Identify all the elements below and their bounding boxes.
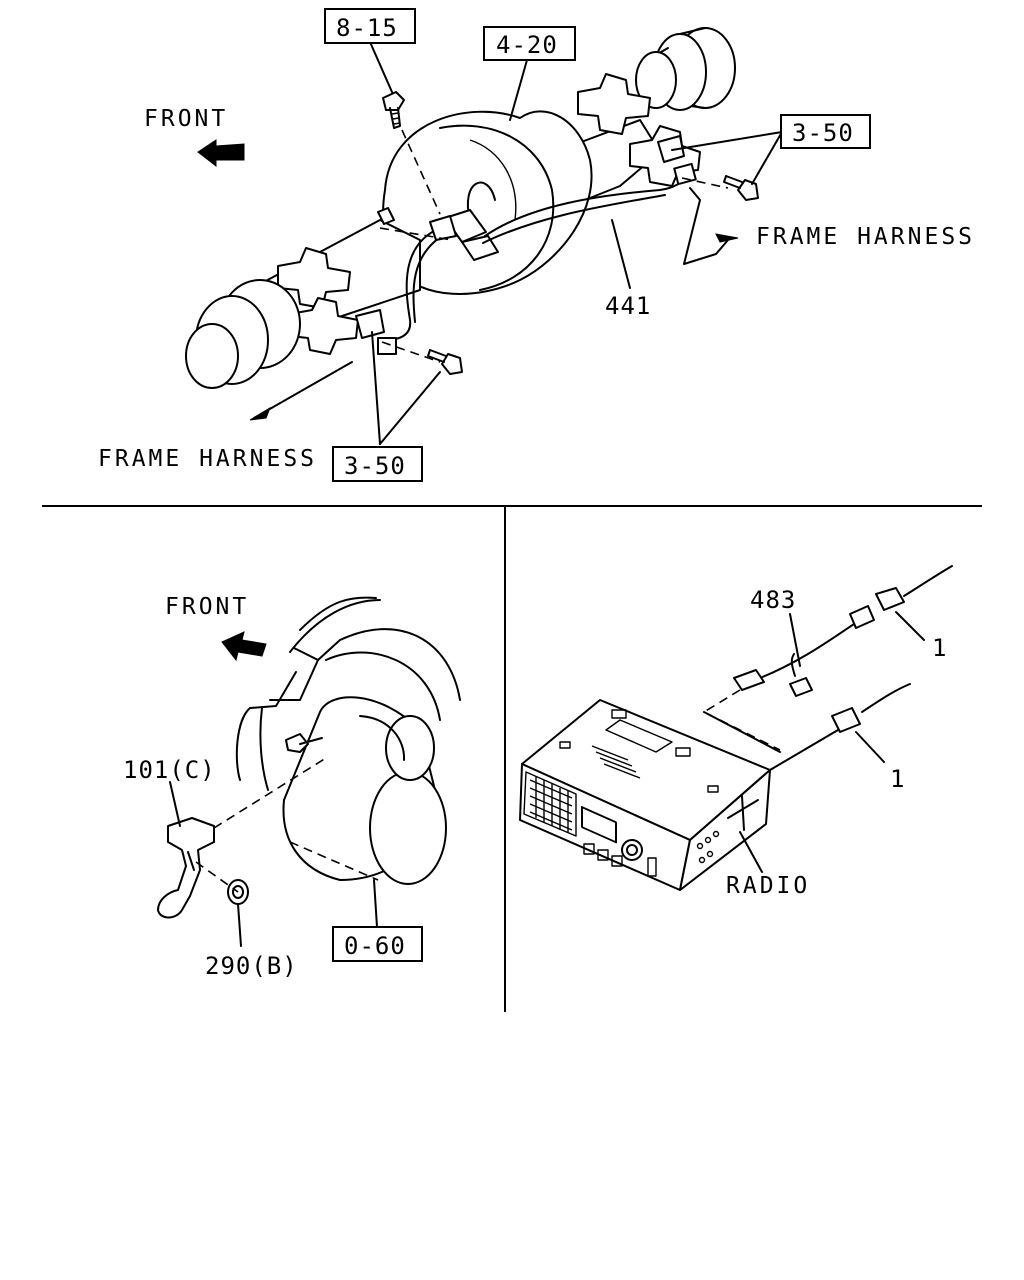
part-290b-label[interactable]: 290(B) bbox=[205, 952, 298, 980]
bolt-8-15 bbox=[382, 91, 405, 129]
radio-illustration bbox=[519, 565, 953, 891]
callout-3-50-upper-text: 3-50 bbox=[792, 119, 854, 147]
bolt-3-50-upper bbox=[723, 175, 759, 201]
callout-3-50-lower[interactable]: 3-50 bbox=[332, 446, 423, 482]
starter-illustration bbox=[157, 596, 461, 947]
radio-label[interactable]: RADIO bbox=[726, 873, 810, 899]
frame-harness-arrow-right bbox=[715, 233, 739, 255]
callout-3-50-upper[interactable]: 3-50 bbox=[780, 114, 871, 149]
front-label-bottom: FRONT bbox=[165, 594, 249, 620]
callout-4-20-text: 4-20 bbox=[496, 31, 558, 59]
callout-4-20[interactable]: 4-20 bbox=[483, 26, 576, 61]
front-arrow-top bbox=[197, 139, 245, 168]
callout-0-60-text: 0-60 bbox=[344, 932, 406, 960]
speaker-grille bbox=[523, 771, 577, 837]
frame-harness-label-right: FRAME HARNESS bbox=[756, 224, 975, 250]
callout-8-15-text: 8-15 bbox=[336, 14, 398, 42]
part-441-label[interactable]: 441 bbox=[605, 292, 651, 320]
part-483-label[interactable]: 483 bbox=[750, 586, 796, 614]
frame-harness-label-left: FRAME HARNESS bbox=[98, 446, 317, 472]
front-label-top: FRONT bbox=[144, 106, 228, 132]
frame-harness-arrow-left bbox=[249, 406, 272, 421]
callout-3-50-lower-text: 3-50 bbox=[344, 452, 406, 480]
part-101c-label[interactable]: 101(C) bbox=[123, 756, 216, 784]
front-arrow-bottom bbox=[221, 631, 267, 662]
rear-axle-illustration bbox=[185, 27, 783, 445]
callout-0-60[interactable]: 0-60 bbox=[332, 926, 423, 962]
bolt-3-50-lower bbox=[427, 349, 463, 375]
part-1-upper-label[interactable]: 1 bbox=[932, 634, 947, 662]
callout-8-15[interactable]: 8-15 bbox=[324, 8, 416, 44]
part-1-lower-label[interactable]: 1 bbox=[890, 765, 905, 793]
